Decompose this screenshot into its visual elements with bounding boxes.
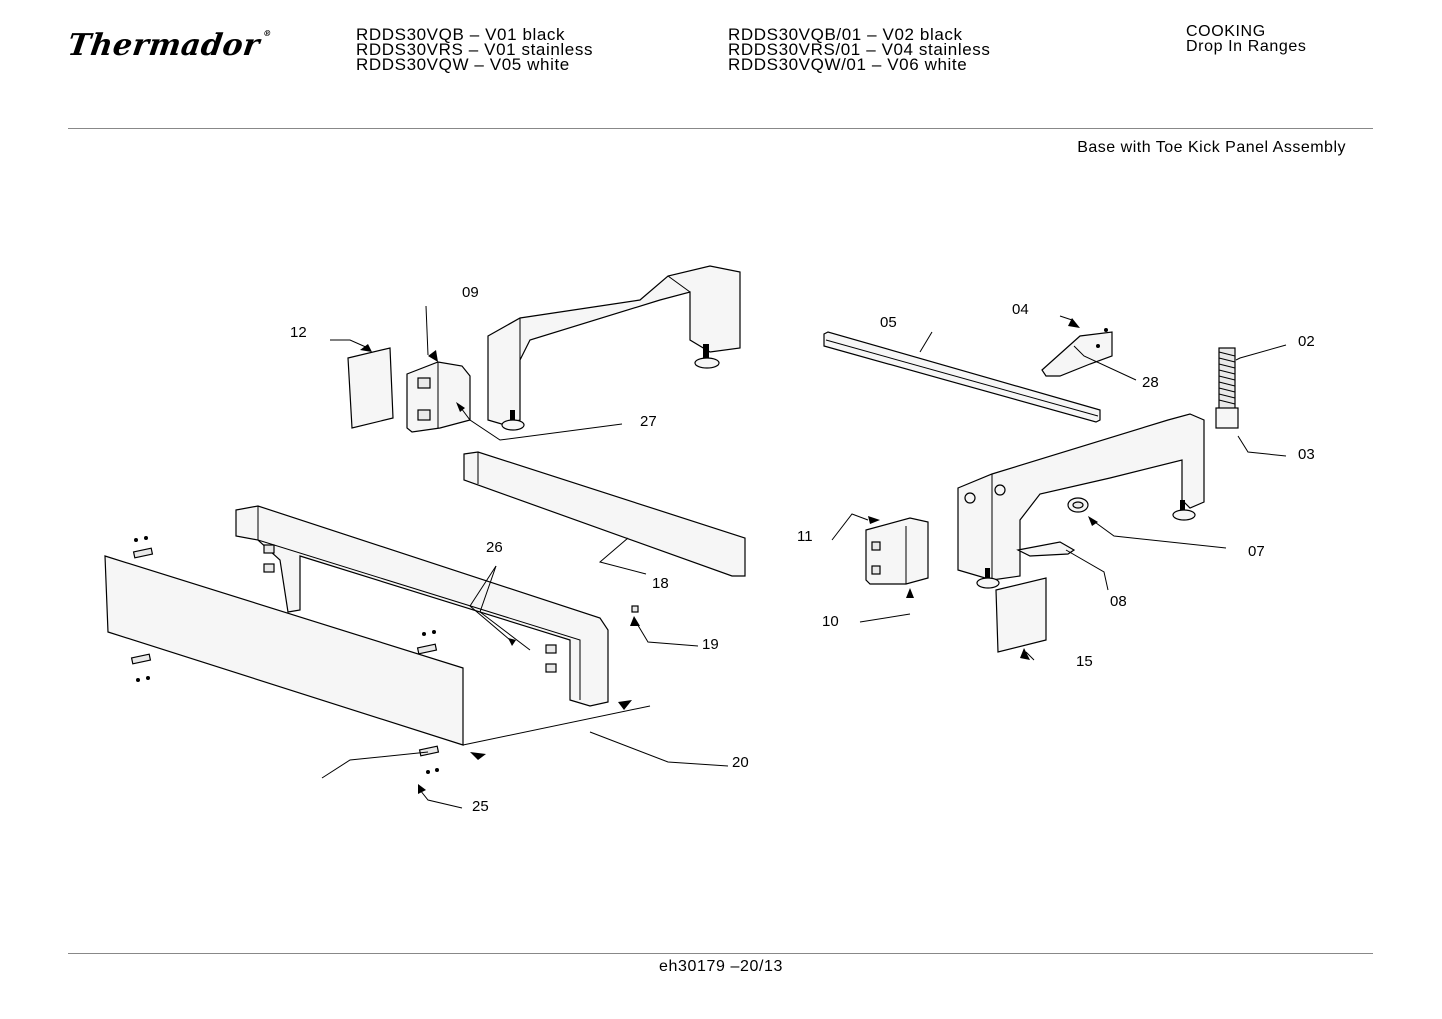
part-20-toe-kick-panel [104,555,651,760]
callout-19: 19 [702,636,719,653]
part-10-11-bracket [865,516,929,598]
diagram-title: Base with Toe Kick Panel Assembly [1077,139,1346,156]
part-05-rail [823,331,1101,423]
model-line: RDDS30VQB/01 – V02 black [728,25,963,44]
header-divider [68,128,1373,129]
model-line: RDDS30VRS/01 – V04 stainless [728,40,991,59]
callout-11: 11 [797,528,813,545]
callout-27: 27 [640,413,657,430]
rear-frame-left [487,265,741,431]
part-09-bracket [406,350,471,433]
footer-divider [68,953,1373,954]
callout-25: 25 [472,798,489,815]
part-25-screw [418,784,426,794]
product-category: COOKING Drop In Ranges [1186,23,1307,55]
part-04-28-bracket [1041,318,1113,377]
rear-frame-right [957,413,1205,589]
callout-02: 02 [1298,333,1315,350]
toe-kick-base [235,505,609,707]
part-12-plate [347,344,394,429]
part-15-plate [995,577,1047,660]
callout-20: 20 [732,754,749,771]
model-line: RDDS30VRS – V01 stainless [356,40,594,59]
part-19-screw [630,616,640,626]
leader-lines [321,305,1287,809]
callout-04: 04 [1012,301,1029,318]
callout-15: 15 [1076,653,1093,670]
callout-08: 08 [1110,593,1127,610]
callout-26: 26 [486,539,503,556]
callout-18: 18 [652,575,669,592]
callout-05: 05 [880,314,897,331]
page-header: Thermador® RDDS30VQB – V01 black RDDS30V… [0,0,1442,130]
callout-28: 28 [1142,374,1159,391]
category-line: Drop In Ranges [1186,38,1307,55]
model-line: RDDS30VQB – V01 black [356,25,566,44]
clip-hardware [130,536,639,774]
part-02-03-leg [1215,347,1239,429]
model-line: RDDS30VQW – V05 white [356,55,570,74]
model-list-2: RDDS30VQB/01 – V02 black RDDS30VRS/01 – … [728,25,991,74]
part-08-clip [1016,541,1076,557]
callout-labels: 09 12 27 05 04 28 02 03 18 26 11 10 07 0… [290,284,1315,815]
category-line: COOKING [1186,23,1266,40]
part-18-panel [463,451,746,577]
callout-03: 03 [1298,446,1315,463]
document-id: eh30179 –20/13 [658,958,784,975]
callout-12: 12 [290,324,307,341]
model-line: RDDS30VQW/01 – V06 white [728,55,968,74]
callout-07: 07 [1248,543,1265,560]
model-list-1: RDDS30VQB – V01 black RDDS30VRS – V01 st… [356,25,594,74]
callout-09: 09 [462,284,479,301]
part-07-grommet [1067,497,1098,526]
callout-10: 10 [822,613,839,630]
